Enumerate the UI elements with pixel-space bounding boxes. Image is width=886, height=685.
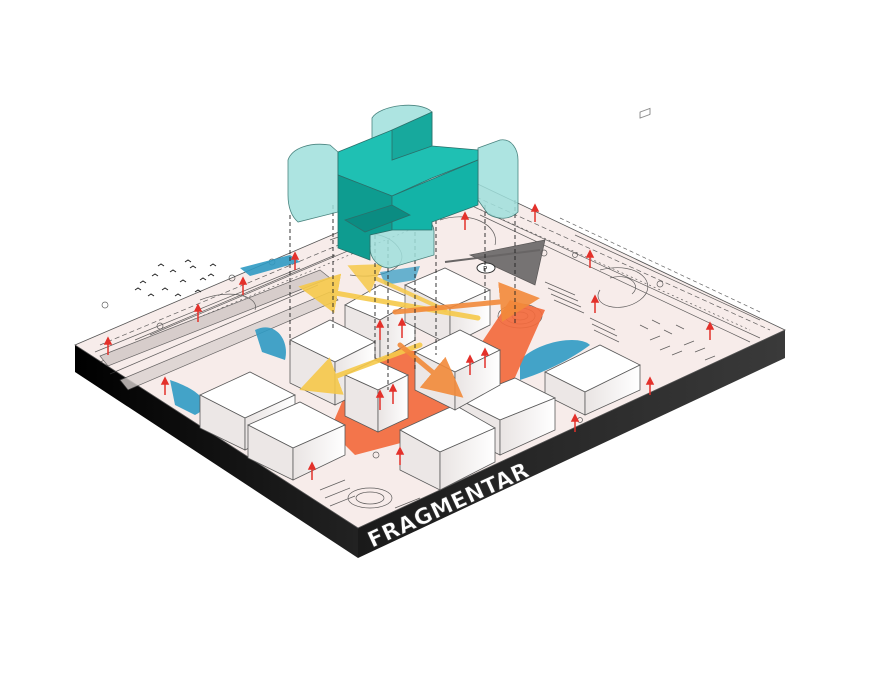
red-up-arrow-icon	[590, 294, 600, 313]
red-up-arrow-icon	[645, 376, 655, 395]
glass-arm-left	[287, 143, 339, 223]
growth-arrows	[103, 203, 715, 480]
teal-core-front-right	[391, 159, 479, 231]
bird-flock-icon	[134, 259, 217, 297]
red-up-arrow-icon	[397, 317, 407, 338]
red-up-arrow-icon	[238, 276, 248, 295]
red-up-arrow-icon	[570, 413, 580, 432]
red-up-arrow-icon	[307, 461, 317, 480]
red-up-arrow-icon	[103, 336, 113, 355]
water-features	[170, 255, 590, 415]
parking-icon: P	[476, 262, 496, 274]
red-up-arrow-icon	[585, 249, 595, 268]
building	[544, 344, 641, 416]
red-up-arrow-icon	[395, 446, 405, 465]
building	[247, 401, 346, 481]
red-up-arrow-icon	[388, 383, 398, 404]
red-up-arrow-icon	[460, 211, 470, 230]
floating-cross-volume	[287, 104, 519, 269]
building	[399, 404, 496, 491]
red-up-arrow-icon	[465, 354, 475, 375]
site-plan-linework	[94, 107, 771, 509]
red-up-arrow-icon	[480, 347, 490, 368]
red-up-arrow-icon	[193, 303, 203, 322]
flow-arrows	[298, 264, 540, 398]
red-up-arrow-icon	[530, 203, 540, 222]
red-up-arrow-icon	[705, 321, 715, 340]
red-up-arrow-icon	[290, 251, 300, 270]
teal-core-upper-arm	[391, 111, 433, 161]
glass-arm-right	[477, 139, 519, 219]
plinth-side-left	[75, 345, 358, 558]
red-up-arrow-icon	[375, 389, 385, 410]
teal-core-bottom-arm	[344, 204, 411, 233]
red-up-arrow-icon	[160, 376, 170, 395]
building	[344, 359, 409, 433]
red-up-arrow-icon	[375, 319, 385, 340]
plinth-side-right	[358, 330, 785, 558]
buildings	[199, 267, 641, 491]
